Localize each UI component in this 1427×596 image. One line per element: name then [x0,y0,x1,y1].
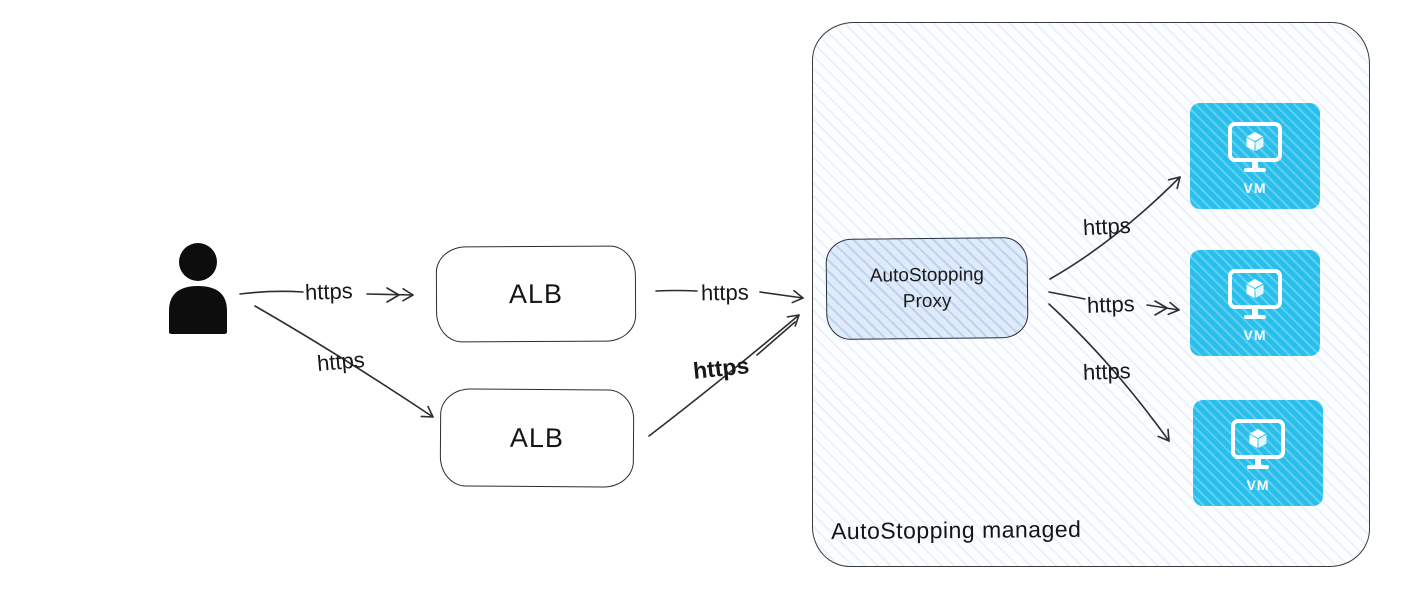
vm-node-3: VM [1193,400,1323,506]
user-icon [169,243,227,334]
alb-bottom-node: ALB [439,388,635,488]
vm-label: VM [1243,326,1267,343]
edge-label-user-alb-top: https [304,278,354,305]
autostopping-proxy-node: AutoStopping Proxy [825,236,1029,341]
vm-monitor-icon [1228,121,1282,172]
alb-top-node: ALB [435,245,637,343]
autostopping-proxy-label: AutoStopping Proxy [869,264,985,312]
alb-bottom-label: ALB [509,422,565,453]
edge-label-proxy-vm-2: https [1086,291,1136,318]
edge-label-proxy-vm-3: https [1082,358,1132,385]
edge-label-alb-top-proxy: https [700,279,749,306]
group-label: AutoStopping managed [830,515,1082,545]
vm-node-1: VM [1190,103,1320,209]
edge-label-user-alb-bottom: https [315,346,366,377]
vm-label: VM [1246,476,1270,493]
alb-top-label: ALB [508,278,564,309]
edge-label-alb-bottom-proxy: https [691,352,751,384]
vm-monitor-icon [1231,418,1285,469]
vm-monitor-icon [1228,268,1282,319]
edge-label-proxy-vm-1: https [1082,212,1132,241]
vm-node-2: VM [1190,250,1320,356]
vm-label: VM [1243,179,1267,196]
